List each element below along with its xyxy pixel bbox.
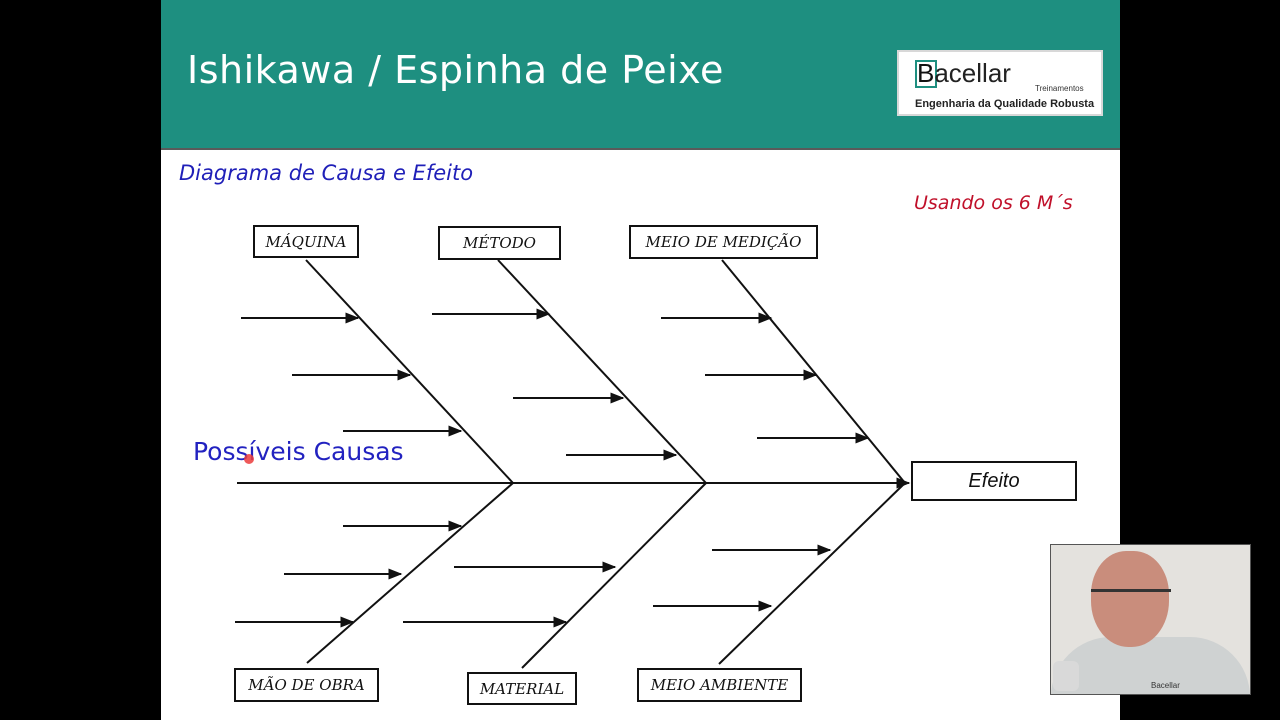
laser-pointer-dot [244, 454, 254, 464]
logo-tagline: Treinamentos [1035, 84, 1084, 93]
presenter-head [1091, 551, 1169, 647]
category-metodo: MÉTODO [438, 226, 561, 260]
slide: Ishikawa / Espinha de Peixe Bacellar Tre… [161, 0, 1120, 720]
logo-name: Bacellar [917, 58, 1011, 88]
bone-meio-ambiente [718, 482, 906, 665]
possible-causes-label: Possíveis Causas [193, 437, 404, 466]
category-mao-obra: MÃO DE OBRA [234, 668, 379, 702]
webcam-overlay: Bacellar [1050, 544, 1251, 695]
slide-header: Ishikawa / Espinha de Peixe Bacellar Tre… [161, 0, 1120, 150]
bacellar-logo: Bacellar Treinamentos Engenharia da Qual… [897, 50, 1103, 116]
slide-title: Ishikawa / Espinha de Peixe [187, 48, 724, 92]
category-meio-ambiente: MEIO AMBIENTE [637, 668, 802, 702]
microphone-icon [1053, 661, 1079, 691]
bone-meio-medicao [721, 259, 906, 484]
category-maquina: MÁQUINA [253, 225, 359, 258]
presenter-shirt [1051, 637, 1250, 694]
logo-b-mark [915, 60, 937, 88]
effect-box: Efeito [911, 461, 1077, 501]
logo-slogan: Engenharia da Qualidade Robusta [915, 98, 1095, 110]
bone-material [521, 482, 707, 669]
bone-metodo [497, 259, 707, 484]
category-material: MATERIAL [467, 672, 577, 705]
presenter-glasses [1091, 589, 1171, 610]
category-meio-medicao: MEIO DE MEDIÇÃO [629, 225, 818, 259]
bone-mao-obra [306, 482, 514, 664]
slide-subtitle: Diagrama de Causa e Efeito [179, 161, 474, 185]
six-m-note: Usando os 6 M´s [914, 192, 1073, 214]
fishbone-diagram [235, 259, 911, 669]
shirt-logo: Bacellar [1151, 681, 1180, 690]
